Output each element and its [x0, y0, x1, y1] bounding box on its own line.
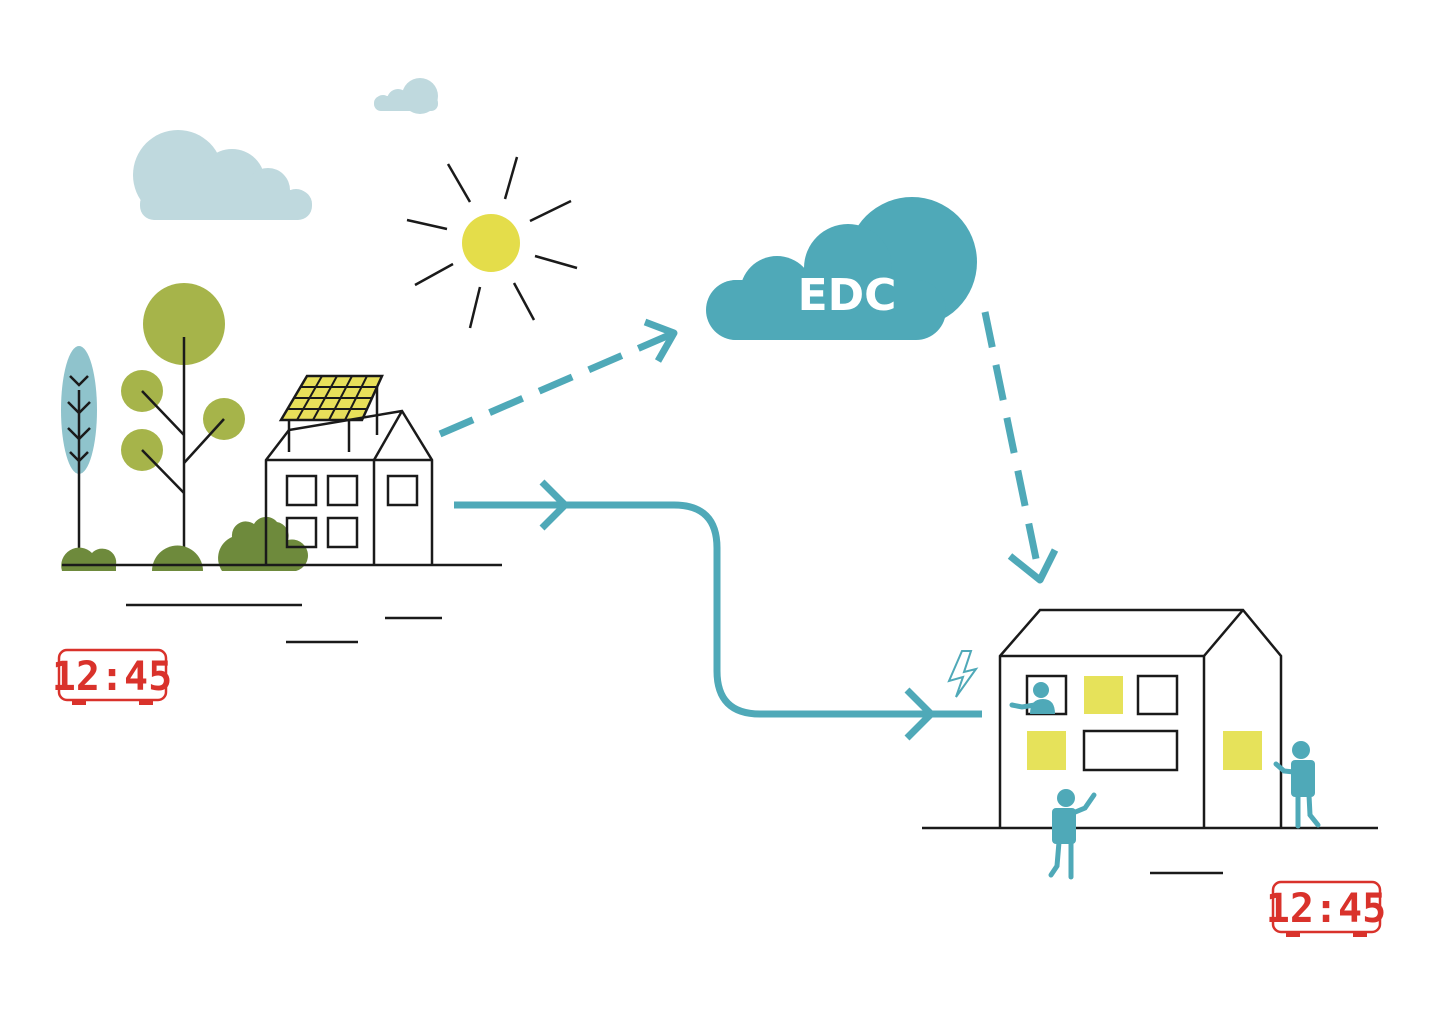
- producer-clock-icon: 12:45: [52, 648, 172, 705]
- lightning-icon: [947, 650, 979, 698]
- edc-label: EDC: [798, 270, 897, 321]
- producer-house: [62, 374, 502, 644]
- person-in-window-icon: [1009, 682, 1055, 714]
- consumer-clock-icon: 12:45: [1266, 880, 1386, 937]
- solar-panel-icon: [278, 374, 384, 452]
- producer-clock-time: 12:45: [52, 654, 172, 700]
- person-waving-icon: [1048, 789, 1097, 880]
- poplar-tree-icon: [61, 346, 97, 571]
- consumer-building: [922, 608, 1378, 875]
- data-flow-arrow-to-edc: [438, 318, 678, 438]
- round-tree-icon: [121, 283, 245, 571]
- consumer-clock-time: 12:45: [1266, 886, 1386, 932]
- person-standing-icon: [1273, 741, 1321, 829]
- small-sky-cloud: [374, 78, 438, 114]
- sun-icon: [406, 156, 578, 329]
- data-flow-arrow-from-edc: [981, 311, 1059, 584]
- edc-cloud: EDC: [706, 197, 977, 340]
- large-sky-cloud: [133, 130, 312, 220]
- energy-flow-arrow: [454, 479, 982, 741]
